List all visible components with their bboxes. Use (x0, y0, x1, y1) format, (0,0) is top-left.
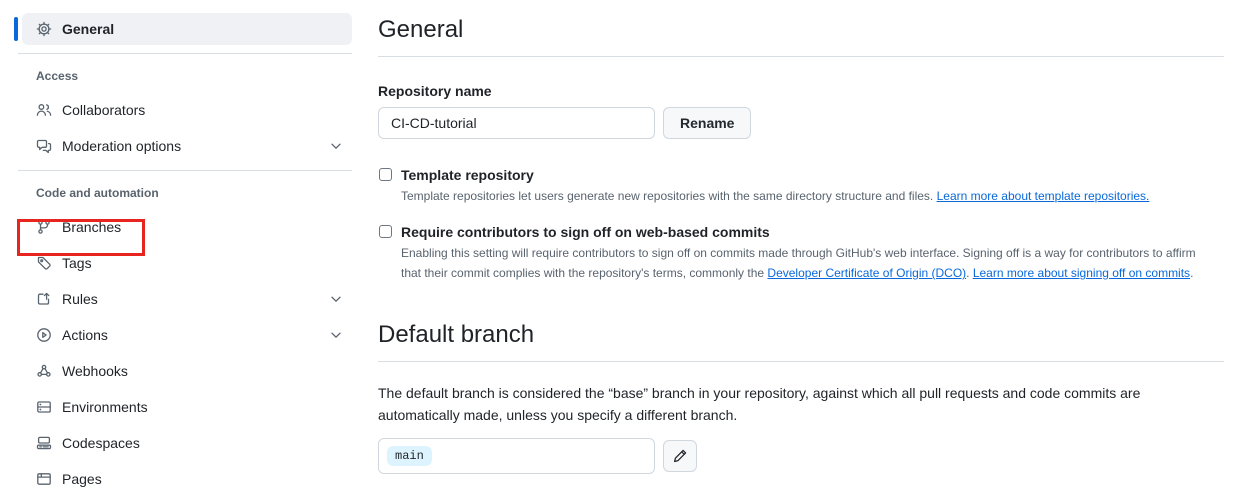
template-repository-note: Template repositories let users generate… (401, 186, 1224, 206)
chevron-down-icon (328, 291, 344, 307)
people-icon (36, 102, 52, 118)
template-repositories-link[interactable]: Learn more about template repositories. (936, 189, 1150, 203)
settings-main-content: General Repository name Rename Template … (378, 0, 1224, 474)
template-repository-setting: Template repository Template repositorie… (378, 165, 1224, 206)
sidebar-section-access: Access (36, 69, 79, 83)
sidebar-item-tags[interactable]: Tags (22, 247, 352, 279)
webhook-icon (36, 363, 52, 379)
note-text: Template repositories let users generate… (401, 189, 937, 203)
sidebar-section-code-and-automation: Code and automation (36, 186, 159, 200)
chevron-down-icon (328, 327, 344, 343)
sidebar-item-label: General (62, 21, 115, 37)
sidebar-item-label: Collaborators (62, 102, 146, 118)
server-icon (36, 399, 52, 415)
sidebar-item-pages[interactable]: Pages (22, 463, 352, 495)
sidebar-item-branches[interactable]: Branches (22, 211, 352, 243)
rename-button[interactable]: Rename (663, 107, 752, 139)
note-text: . (966, 266, 973, 280)
template-repository-checkbox[interactable] (379, 168, 392, 181)
edit-default-branch-button[interactable] (663, 440, 697, 472)
sidebar-divider (18, 53, 352, 54)
repository-name-label: Repository name (378, 83, 492, 99)
repo-push-icon (36, 291, 52, 307)
section-divider (378, 361, 1224, 362)
page-title-default-branch: Default branch (378, 321, 535, 348)
sidebar-item-label: Actions (62, 327, 108, 343)
sidebar-item-codespaces[interactable]: Codespaces (22, 427, 352, 459)
git-branch-icon (36, 219, 52, 235)
sidebar-item-label: Environments (62, 399, 148, 415)
sidebar-item-moderation-options[interactable]: Moderation options (22, 130, 352, 162)
sidebar-item-label: Moderation options (62, 138, 182, 154)
sidebar-item-label: Branches (62, 219, 122, 235)
sidebar-item-environments[interactable]: Environments (22, 391, 352, 423)
play-icon (36, 327, 52, 343)
signoff-checkbox[interactable] (379, 225, 392, 238)
branch-name-badge: main (387, 446, 432, 466)
sidebar-item-label: Codespaces (62, 435, 140, 451)
tag-icon (36, 255, 52, 271)
sidebar-item-label: Pages (62, 471, 102, 487)
default-branch-description: The default branch is considered the “ba… (378, 385, 1141, 423)
note-text: . (1190, 266, 1194, 280)
gear-icon (36, 21, 52, 37)
chevron-down-icon (328, 138, 344, 154)
sidebar-item-label: Tags (62, 255, 92, 271)
sidebar-divider (18, 170, 352, 171)
signoff-setting: Require contributors to sign off on web-… (378, 222, 1224, 283)
sidebar-item-label: Webhooks (62, 363, 128, 379)
settings-sidebar: General Access Collaborators Moderat (0, 0, 362, 498)
signoff-learn-more-link[interactable]: Learn more about signing off on commits (972, 266, 1191, 280)
sidebar-item-webhooks[interactable]: Webhooks (22, 355, 352, 387)
comment-discussion-icon (36, 138, 52, 154)
template-repository-label: Template repository (401, 167, 534, 183)
note-text: Enabling this setting will require contr… (401, 246, 1196, 280)
section-divider (378, 56, 1224, 57)
sidebar-item-label: Rules (62, 291, 98, 307)
sidebar-item-actions[interactable]: Actions (22, 319, 352, 351)
browser-icon (36, 471, 52, 487)
page-title-general: General (378, 16, 464, 43)
pencil-icon (672, 448, 688, 464)
sidebar-item-rules[interactable]: Rules (22, 283, 352, 315)
sidebar-item-general[interactable]: General (14, 13, 352, 45)
default-branch-input[interactable]: main (378, 438, 655, 474)
codespaces-icon (36, 435, 52, 451)
sidebar-item-collaborators[interactable]: Collaborators (22, 94, 352, 126)
signoff-note: Enabling this setting will require contr… (401, 243, 1196, 283)
dco-link[interactable]: Developer Certificate of Origin (DCO) (767, 266, 967, 280)
signoff-label: Require contributors to sign off on web-… (401, 224, 770, 240)
repository-name-input[interactable] (378, 107, 655, 139)
